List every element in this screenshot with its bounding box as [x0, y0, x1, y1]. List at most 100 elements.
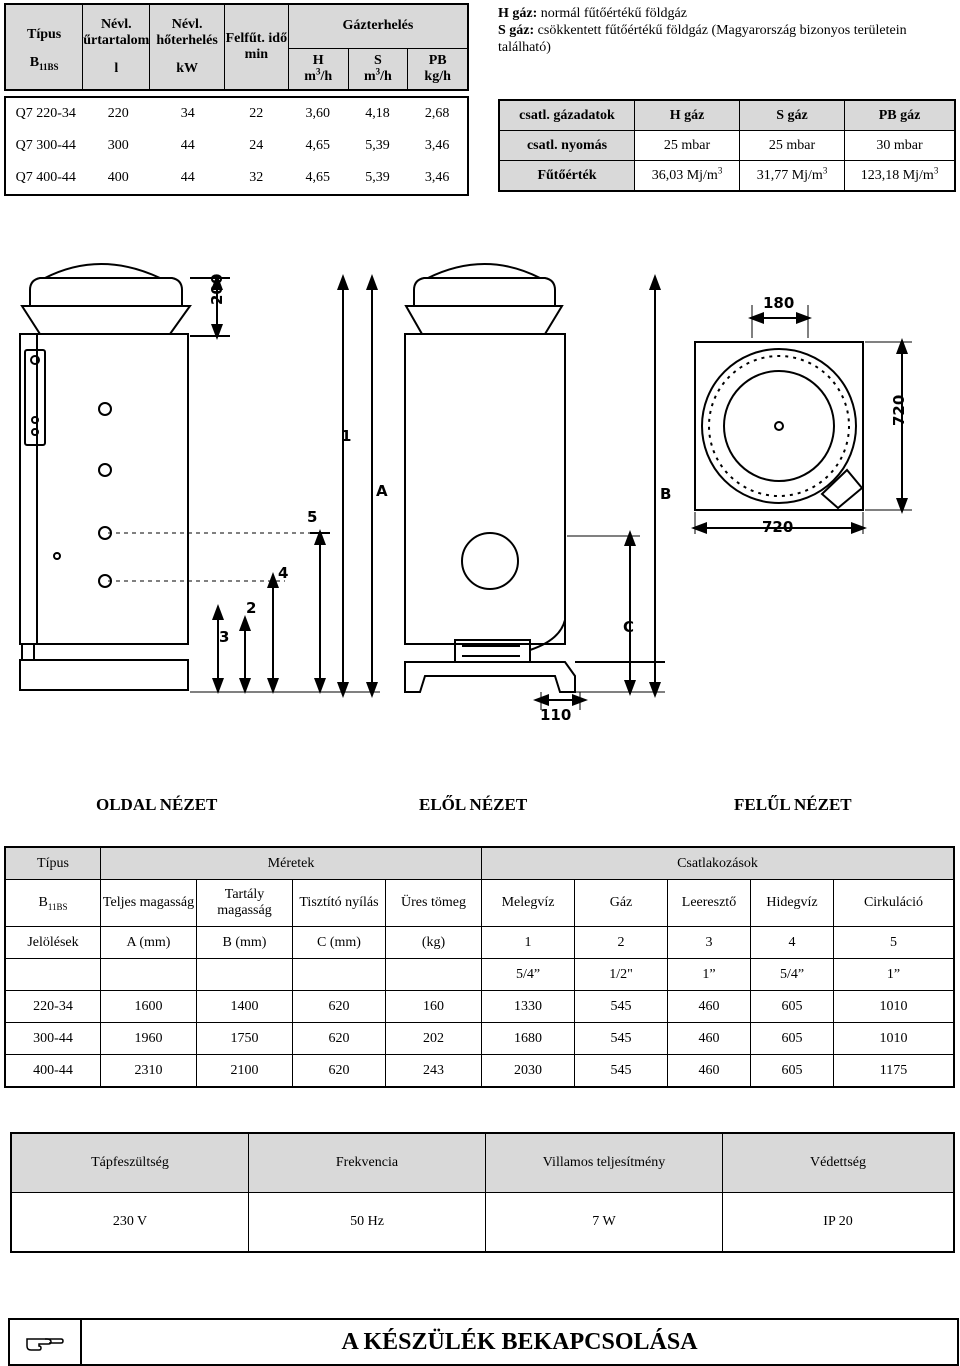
col-gas: Gáz: [574, 879, 668, 927]
dim-720-side: 720: [890, 395, 908, 426]
heating-value: 36,03 Mj/m3: [634, 160, 740, 192]
value-cell: 1960: [100, 1022, 197, 1055]
gas-header-cell: S gáz: [739, 99, 845, 131]
row-time: 22: [249, 106, 264, 121]
gas-header-cell: PB gáz: [844, 99, 956, 131]
header-h: H m3/h: [287, 47, 349, 91]
section-footer: A KÉSZÜLÉK BEKAPCSOLÁSA: [8, 1318, 959, 1366]
gas-header-cell: H gáz: [634, 99, 740, 131]
mark-cell: 4: [750, 926, 834, 959]
heating-value: 123,18 Mj/m3: [844, 160, 956, 192]
table-row: Q7 220-34 220 34 22 3,60 4,18 2,68: [5, 97, 468, 130]
col-cold-water: Hidegvíz: [750, 879, 834, 927]
col-weight: Üres tömeg: [385, 879, 482, 927]
pointing-hand-icon: [10, 1320, 82, 1364]
size-cell: 1”: [833, 958, 955, 991]
header-gas-load: Gázterhelés: [287, 3, 469, 49]
dim-3: 3: [219, 628, 229, 646]
value-cell: 1010: [833, 1022, 955, 1055]
dim-2: 2: [246, 599, 256, 617]
table-row: csatl. gázadatok H gáz S gáz PB gáz: [498, 99, 956, 131]
row-pb: 2,68: [424, 106, 450, 121]
side-view-drawing: [19, 263, 192, 691]
header-pb: PB kg/h: [407, 47, 469, 91]
electrical-table: Tápfeszültség Frekvencia Villamos teljes…: [10, 1132, 955, 1253]
value-cell: 620: [292, 1022, 386, 1055]
col-hot-water: Melegvíz: [481, 879, 575, 927]
table-row: Fűtőérték 36,03 Mj/m3 31,77 Mj/m3 123,18…: [498, 160, 956, 192]
empty-cell: [196, 958, 293, 991]
col-clean-opening: Tisztító nyílás: [292, 879, 386, 927]
empty-cell: [4, 958, 101, 991]
elec-value: 50 Hz: [248, 1192, 486, 1253]
row-heat: 44: [180, 138, 195, 153]
dim-110: 110: [540, 706, 571, 724]
table-row: Jelölések A (mm) B (mm) C (mm) (kg) 1 2 …: [4, 926, 955, 959]
value-cell: 460: [667, 1022, 751, 1055]
dim-A: A: [376, 482, 388, 500]
value-cell: 460: [667, 1054, 751, 1088]
empty-cell: [292, 958, 386, 991]
row-s: 5,39: [365, 170, 390, 185]
value-cell: 605: [750, 990, 834, 1023]
elec-header: Tápfeszültség: [10, 1132, 249, 1193]
value-cell: 605: [750, 1022, 834, 1055]
front-view-drawing: [404, 263, 576, 693]
row-time: 24: [249, 138, 264, 153]
row-heat: 44: [180, 170, 195, 185]
mark-cell: 5: [833, 926, 955, 959]
value-cell: 460: [667, 990, 751, 1023]
col-circulation: Cirkuláció: [833, 879, 955, 927]
dim-180: 180: [763, 294, 794, 312]
heating-value: 31,77 Mj/m3: [739, 160, 845, 192]
table-row: 230 V 50 Hz 7 W IP 20: [10, 1192, 955, 1253]
size-cell: 5/4”: [750, 958, 834, 991]
value-cell: 1010: [833, 990, 955, 1023]
mark-cell: 1: [481, 926, 575, 959]
value-cell: 605: [750, 1054, 834, 1088]
gas-data-table: csatl. gázadatok H gáz S gáz PB gáz csat…: [498, 99, 956, 192]
dim-1: 1: [341, 427, 351, 445]
h-gas-text: normál fűtőértékű földgáz: [540, 6, 687, 21]
col-full-height: Teljes magasság: [100, 879, 197, 927]
row-h: 4,65: [305, 138, 331, 153]
row-type: 300-44: [4, 1022, 101, 1055]
header-heatup-time: Felfűt. idő min: [223, 3, 289, 91]
dim-200: 200: [208, 274, 226, 305]
size-cell: 5/4”: [481, 958, 575, 991]
col-tank-height: Tartály magasság: [196, 879, 293, 927]
top-view-label: FELŰL NÉZET: [734, 795, 852, 814]
side-view-label: OLDAL NÉZET: [96, 795, 218, 814]
table-row: Tápfeszültség Frekvencia Villamos teljes…: [10, 1132, 955, 1193]
gas-header-cell: csatl. gázadatok: [498, 99, 635, 131]
table-row: 5/4” 1/2" 1” 5/4” 1”: [4, 958, 955, 991]
h-gas-label: H gáz:: [498, 6, 538, 21]
empty-cell: [385, 958, 482, 991]
elec-value: 230 V: [10, 1192, 249, 1253]
value-cell: 545: [574, 990, 668, 1023]
mark-cell: A (mm): [100, 926, 197, 959]
mark-cell: C (mm): [292, 926, 386, 959]
dim-C: C: [623, 618, 634, 636]
table-row: B11BS Teljes magasság Tartály magasság T…: [4, 879, 955, 927]
row-type: Q7 300-44: [15, 138, 76, 153]
row-volume: 300: [107, 138, 129, 153]
value-cell: 1600: [100, 990, 197, 1023]
table-row: 400-44 2310 2100 620 243 2030 545 460 60…: [4, 1054, 955, 1088]
row-s: 5,39: [365, 138, 390, 153]
row-h: 3,60: [305, 106, 331, 121]
value-cell: 1400: [196, 990, 293, 1023]
row-pb: 3,46: [424, 138, 450, 153]
dim-5: 5: [307, 508, 317, 526]
value-cell: 202: [385, 1022, 482, 1055]
size-cell: 1”: [667, 958, 751, 991]
elec-value: IP 20: [722, 1192, 955, 1253]
size-cell: 1/2": [574, 958, 668, 991]
marks-label: Jelölések: [4, 926, 101, 959]
gas-description: H gáz: normál fűtőértékű földgáz S gáz: …: [498, 5, 958, 56]
dim-header-type: Típus: [4, 846, 101, 880]
front-view-label: ELŐL NÉZET: [419, 795, 528, 814]
empty-cell: [100, 958, 197, 991]
mark-cell: 2: [574, 926, 668, 959]
value-cell: 1750: [196, 1022, 293, 1055]
